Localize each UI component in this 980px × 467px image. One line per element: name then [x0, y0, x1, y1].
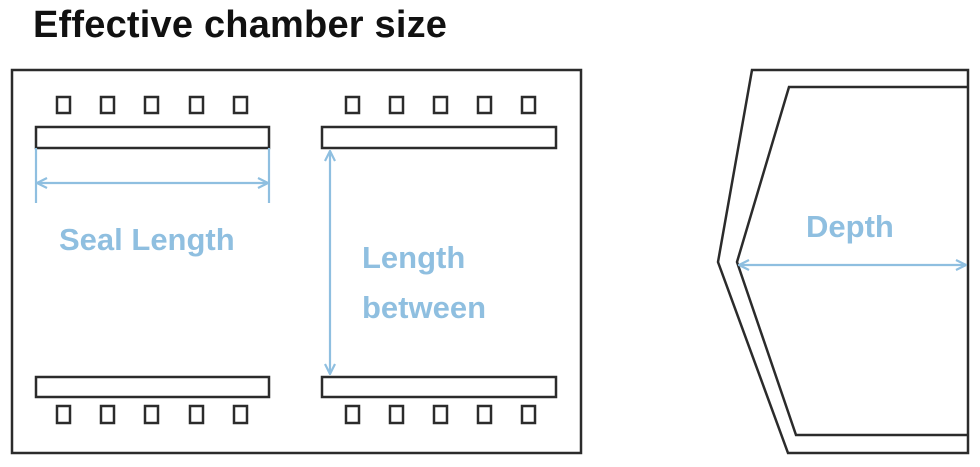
heater-element — [143, 95, 160, 115]
seal-bar-bottom-left — [34, 375, 271, 399]
heater-element — [143, 404, 160, 425]
heater-elements-bottom-left — [55, 404, 249, 425]
side-view-outer-outline — [716, 68, 970, 455]
heater-element — [344, 404, 361, 425]
seal-length-dimension — [34, 148, 271, 203]
chamber-outline — [10, 68, 583, 455]
diagram-title: Effective chamber size — [33, 4, 448, 46]
heater-element — [232, 95, 249, 115]
depth-label: Depth — [806, 209, 894, 244]
seal-bar-top-right — [320, 125, 558, 150]
seal-length-label: Seal Length — [59, 222, 235, 257]
heater-element — [476, 95, 493, 115]
heater-element — [432, 95, 449, 115]
chamber-side-view — [716, 68, 970, 455]
heater-elements-bottom-right — [344, 404, 537, 425]
length-between-label-line2: between — [362, 290, 486, 325]
heater-element — [55, 404, 72, 425]
heater-element — [344, 95, 361, 115]
heater-element — [188, 404, 205, 425]
heater-element — [188, 95, 205, 115]
heater-element — [232, 404, 249, 425]
heater-element — [520, 95, 537, 115]
heater-element — [476, 404, 493, 425]
heater-element — [520, 404, 537, 425]
side-view-inner-outline — [735, 85, 968, 437]
heater-elements-top-right — [344, 95, 537, 115]
length-between-label-line1: Length — [362, 240, 465, 275]
heater-element — [55, 95, 72, 115]
heater-element — [388, 404, 405, 425]
heater-elements-top-left — [55, 95, 249, 115]
heater-element — [388, 95, 405, 115]
heater-element — [99, 404, 116, 425]
heater-element — [99, 95, 116, 115]
seal-bar-top-left — [34, 125, 271, 150]
heater-element — [432, 404, 449, 425]
seal-bar-bottom-right — [320, 375, 558, 399]
